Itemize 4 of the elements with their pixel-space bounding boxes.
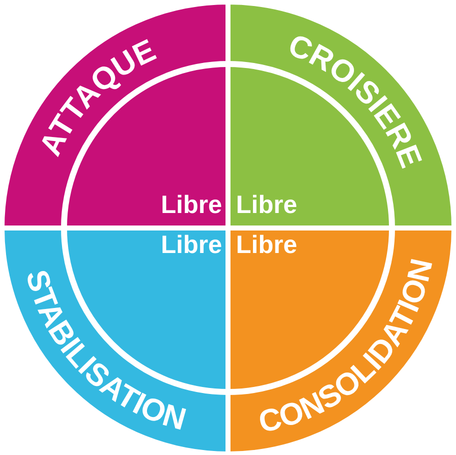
inner-label: Libre [160,193,222,218]
inner-label: Libre [236,193,298,218]
inner-label: Libre [236,233,298,258]
inner-label: Libre [160,233,222,258]
